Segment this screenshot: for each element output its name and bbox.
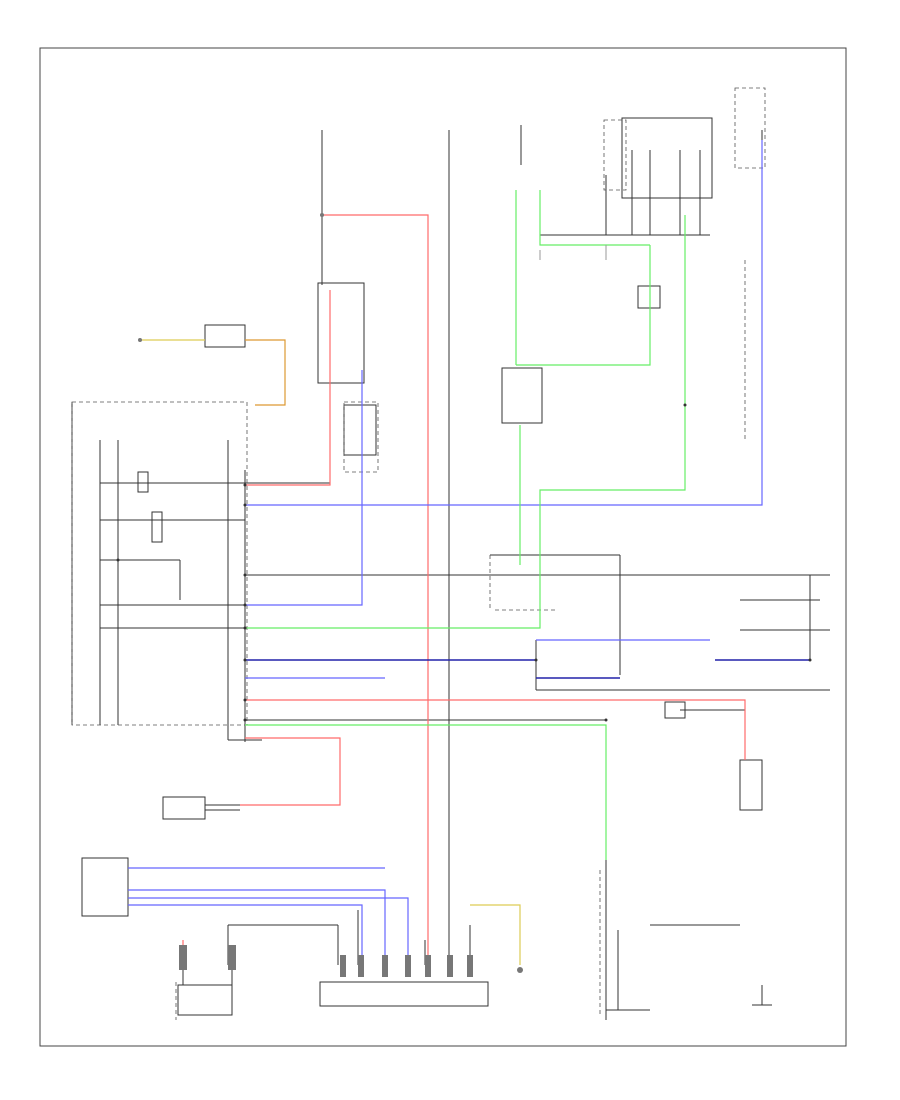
- green-wires: [245, 190, 686, 860]
- blue-wires: [128, 140, 763, 970]
- diagram-border: [39, 47, 847, 1047]
- yellow-wires: [140, 339, 521, 965]
- red-wires: [182, 214, 746, 970]
- black-wires: [71, 117, 830, 1020]
- orange-wires: [245, 339, 286, 406]
- dark-blue-wires: [245, 659, 810, 679]
- splice-points: [116, 403, 812, 722]
- gray-wires: [539, 245, 607, 260]
- connector-stubs: [138, 213, 523, 977]
- dashed-lines: [71, 87, 766, 1020]
